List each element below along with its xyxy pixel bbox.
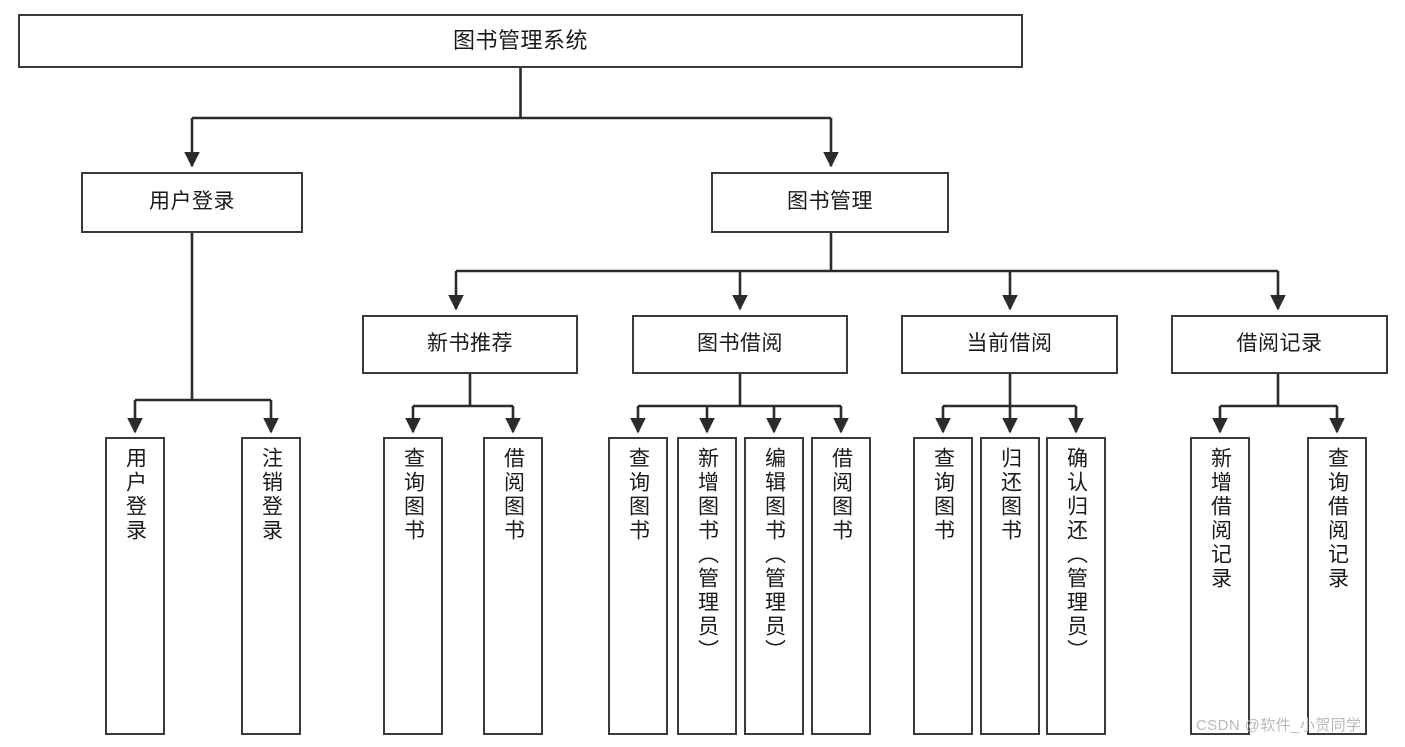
node-label: 图书管理系统 xyxy=(452,28,588,54)
node-current-borrow[interactable]: 当前借阅 xyxy=(901,315,1118,374)
node-label: 归还图书 xyxy=(998,447,1022,543)
node-leaf-logout[interactable]: 注销登录 xyxy=(241,437,301,735)
node-leaf-query-book-2[interactable]: 查询图书 xyxy=(608,437,668,735)
node-leaf-edit-book-admin[interactable]: 编辑图书（管理员） xyxy=(744,437,804,735)
node-leaf-query-record[interactable]: 查询借阅记录 xyxy=(1307,437,1367,735)
node-leaf-add-record[interactable]: 新增借阅记录 xyxy=(1190,437,1250,735)
node-label: 确认归还（管理员） xyxy=(1064,447,1088,663)
node-label: 用户登录 xyxy=(123,447,147,543)
node-label: 借阅记录 xyxy=(1236,332,1323,356)
node-user-login[interactable]: 用户登录 xyxy=(81,172,303,233)
node-leaf-query-book-3[interactable]: 查询图书 xyxy=(913,437,973,735)
node-label: 查询图书 xyxy=(626,447,650,543)
node-borrow-record[interactable]: 借阅记录 xyxy=(1171,315,1388,374)
node-book-manage[interactable]: 图书管理 xyxy=(711,172,949,233)
node-label: 用户登录 xyxy=(149,190,235,214)
node-label: 查询借阅记录 xyxy=(1325,447,1349,591)
node-label: 图书管理 xyxy=(787,190,873,214)
node-leaf-borrow-book-1[interactable]: 借阅图书 xyxy=(483,437,543,735)
node-label: 查询图书 xyxy=(401,447,425,543)
node-label: 借阅图书 xyxy=(829,447,853,543)
node-label: 查询图书 xyxy=(931,447,955,543)
node-leaf-user-login[interactable]: 用户登录 xyxy=(105,437,165,735)
node-label: 新增图书（管理员） xyxy=(695,447,719,663)
node-label: 借阅图书 xyxy=(501,447,525,543)
node-leaf-return-book[interactable]: 归还图书 xyxy=(980,437,1040,735)
node-leaf-borrow-book-2[interactable]: 借阅图书 xyxy=(811,437,871,735)
node-label: 新书推荐 xyxy=(427,332,513,356)
node-label: 新增借阅记录 xyxy=(1208,447,1232,591)
node-new-book-recommend[interactable]: 新书推荐 xyxy=(362,315,578,374)
node-root-system[interactable]: 图书管理系统 xyxy=(18,14,1023,68)
node-label: 注销登录 xyxy=(259,447,283,543)
node-book-borrow[interactable]: 图书借阅 xyxy=(632,315,848,374)
node-leaf-add-book-admin[interactable]: 新增图书（管理员） xyxy=(677,437,737,735)
node-leaf-confirm-return-admin[interactable]: 确认归还（管理员） xyxy=(1046,437,1106,735)
node-label: 编辑图书（管理员） xyxy=(762,447,786,663)
csdn-watermark: CSDN @软件_小贺同学 xyxy=(1196,717,1362,734)
node-label: 图书借阅 xyxy=(697,332,783,356)
node-label: 当前借阅 xyxy=(966,332,1053,356)
node-leaf-query-book-1[interactable]: 查询图书 xyxy=(383,437,443,735)
